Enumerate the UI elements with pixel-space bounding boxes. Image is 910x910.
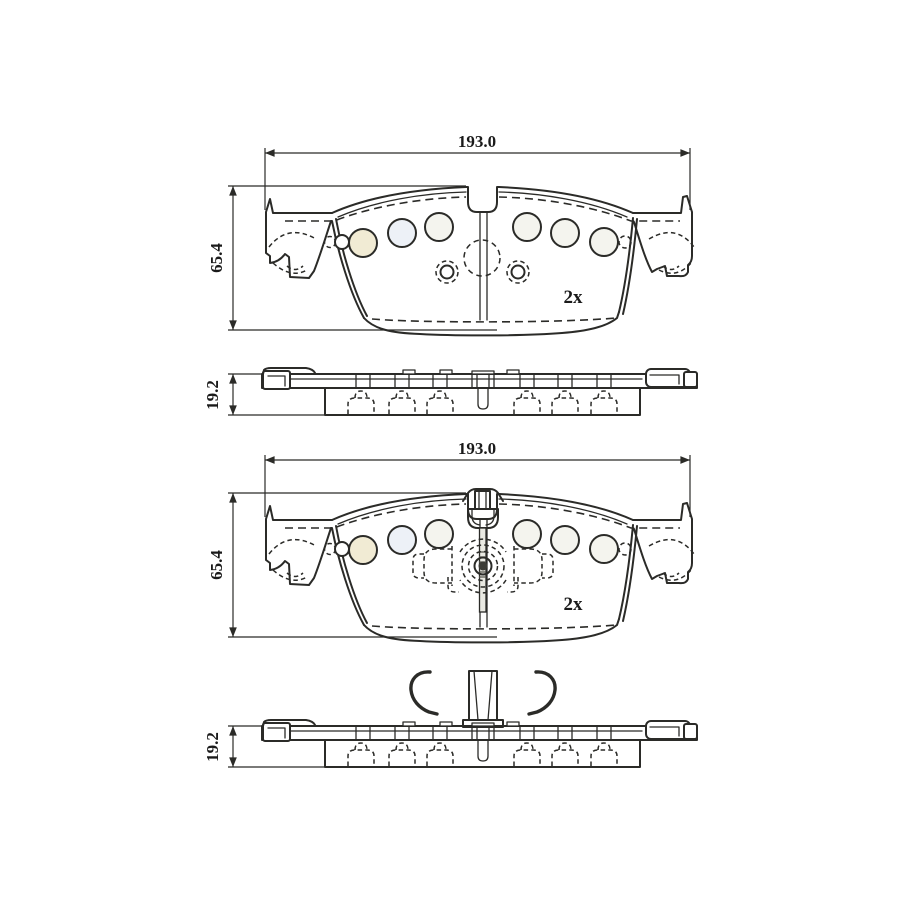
dimension-thickness-bottom: 19.2 [203,725,325,768]
dim-width-bottom-label: 193.0 [458,439,496,458]
side-view-bottom-spring-clip [409,670,557,728]
extension-lines [264,148,691,210]
extension-lines [228,185,497,331]
rivet-hidden-ring [435,260,459,284]
coil-ring-hidden [467,550,499,582]
extension-lines [264,455,691,517]
spring-eyelet [473,556,493,576]
front-view-top [265,186,695,337]
front-view-bottom-extras-wear-indicator [412,488,554,613]
dimension-thickness-top: 19.2 [203,373,325,416]
left-wing-hidden [412,546,459,593]
clip-head [474,490,491,510]
rivet [439,264,455,280]
extension-lines [228,492,497,638]
dimension-height-bottom: 65.4 [207,492,497,638]
coil-outer-arcs [459,538,507,594]
clip-head-inner [478,490,487,510]
coil-ring-hidden [461,544,505,588]
sensor-hole-hidden [463,239,501,277]
side-view-top [261,367,698,416]
dim-height-top-label: 65.4 [207,243,226,273]
spring-center [478,561,488,571]
clip-barrel [467,508,499,529]
notch-hump [462,488,504,502]
quantity-label-bottom: 2x [564,594,584,615]
dim-height-bottom-label: 65.4 [207,550,226,580]
dimension-height-top: 65.4 [207,185,497,331]
dimension-width-bottom: 193.0 [264,439,691,517]
rivet [510,264,526,280]
front-view-top-extras [435,239,530,284]
quantity-label-top: 2x [564,287,584,308]
rivet-hidden-ring [506,260,530,284]
clip-post-inner [473,670,493,721]
clip-barrel-inner [471,508,495,526]
right-wing-hidden [507,546,554,593]
dimension-width-top: 193.0 [264,132,691,210]
dim-width-top-label: 193.0 [458,132,496,151]
dim-thickness-top-label: 19.2 [203,380,222,410]
dim-thickness-bottom-label: 19.2 [203,732,222,762]
clip-post [468,670,498,721]
spring-arms [409,670,557,716]
